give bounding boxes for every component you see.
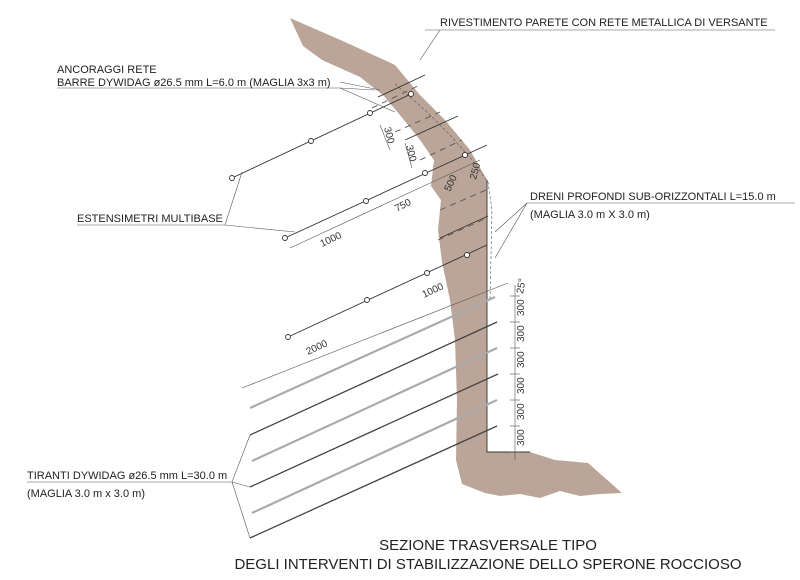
label-tiranti-maglia: (MAGLIA 3.0 m x 3.0 m) [27,488,145,500]
tie-rods [249,295,499,539]
dim-angle: 25° [515,278,528,295]
label-ancoraggi: ANCORAGGI RETE [57,64,157,76]
label-dreni: DRENI PROFONDI SUB-ORIZZONTALI L=15.0 m [530,191,776,203]
dim-spacing-3: 300 [516,351,527,368]
dim-spacing-5: 300 [516,403,527,420]
extensometers [229,91,488,340]
anchor-bars [371,74,489,241]
dim-spacing-6: 300 [516,429,527,446]
dim-spacing-1: 300 [516,299,527,316]
title-line-2: DEGLI INTERVENTI DI STABILIZZAZIONE DELL… [234,556,741,573]
rock-spur [290,18,622,498]
dim-750: 750 [393,197,413,215]
dimension-lines [241,124,520,460]
label-barre: BARRE DYWIDAG ø26.5 mm L=6.0 m (MAGLIA 3… [57,77,331,89]
title-line-1: SEZIONE TRASVERSALE TIPO [379,537,597,554]
label-tiranti: TIRANTI DYWIDAG ø26.5 mm L=30.0 m [27,470,227,482]
dim-spacing-2: 300 [516,325,527,342]
leader-lines [27,29,795,539]
dim-300-a: 300 [381,126,396,145]
dim-spacing-4: 300 [516,377,527,394]
dim-300-b: 300 [403,144,418,163]
label-rivestimento: RIVESTIMENTO PARETE CON RETE METALLICA D… [440,17,768,29]
label-estensimetri: ESTENSIMETRI MULTIBASE [77,213,223,225]
dim-250: 250 [468,161,483,180]
label-dreni-maglia: (MAGLIA 3.0 m X 3.0 m) [530,209,650,221]
dim-1000-b: 1000 [421,281,446,301]
